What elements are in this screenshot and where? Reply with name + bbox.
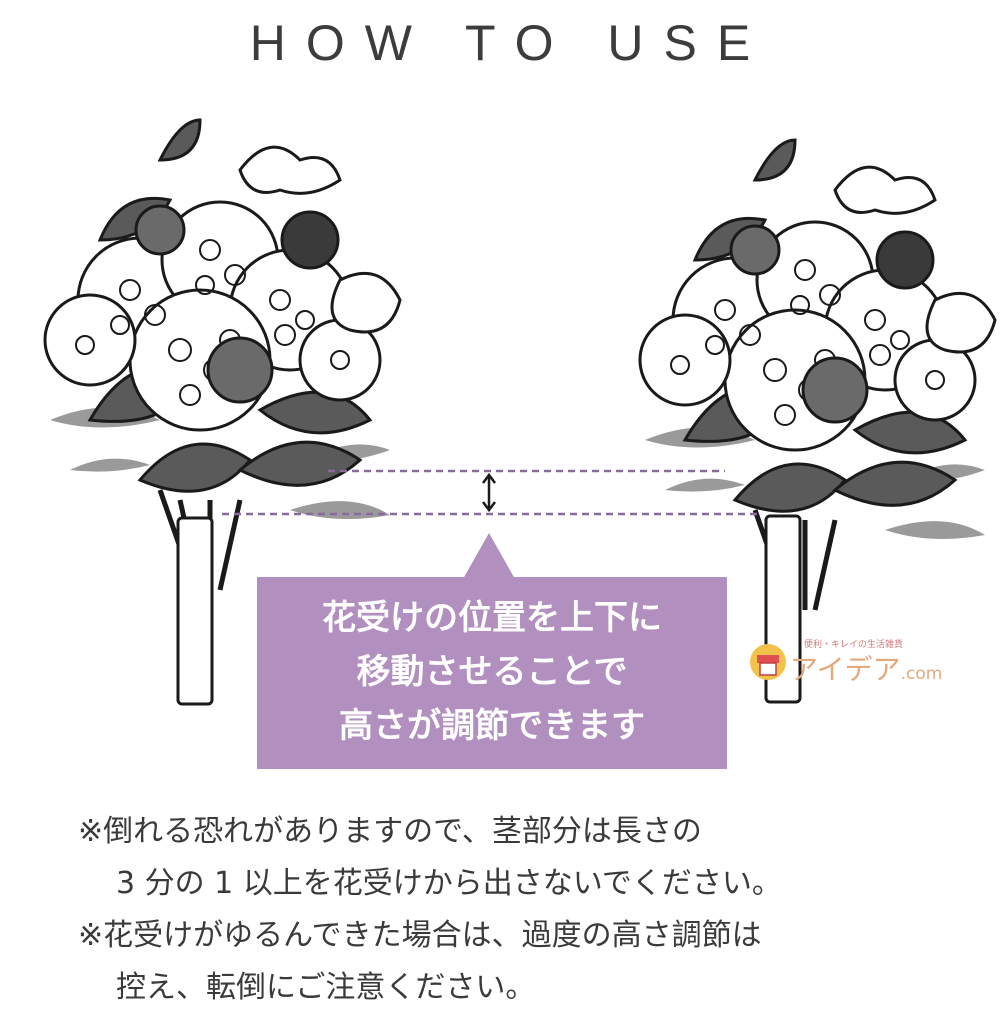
flower-bouquet-icon-right	[640, 140, 995, 610]
callout-line-1: 花受けの位置を上下に	[322, 598, 662, 638]
flower-bouquet-icon-left	[45, 120, 400, 590]
caution-notes: ※倒れる恐れがありますので、茎部分は長さの 3 分の 1 以上を花受けから出さな…	[78, 806, 782, 1014]
brand-name-text: アイデア	[790, 653, 901, 686]
brand-logo-icon	[750, 644, 786, 680]
bouquet-illustration	[0, 110, 1000, 706]
brand-tagline: 便利・キレイの生活雑貨	[804, 640, 904, 650]
callout-pointer	[463, 533, 515, 579]
double-arrow-icon	[482, 472, 496, 513]
brand-name: アイデア.com	[790, 648, 942, 688]
flower-holder-tube-icon-left	[176, 516, 214, 706]
page-title: HOW TO USE	[249, 15, 771, 71]
brand-logo: 便利・キレイの生活雑貨 アイデア.com	[748, 637, 948, 687]
instruction-callout: 花受けの位置を上下に 移動させることで 高さが調節できます	[257, 577, 727, 769]
note-line-4: 控え、転倒にご注意ください。	[116, 970, 536, 1005]
note-line-3: ※花受けがゆるんできた場合は、過度の高さ調節は	[78, 918, 762, 953]
callout-line-3: 高さが調節できます	[339, 706, 645, 746]
callout-line-2: 移動させることで	[356, 652, 628, 692]
note-line-1: ※倒れる恐れがありますので、茎部分は長さの	[78, 814, 702, 849]
note-line-2: 3 分の 1 以上を花受けから出さないでください。	[116, 866, 782, 901]
brand-name-suffix: .com	[900, 664, 943, 684]
